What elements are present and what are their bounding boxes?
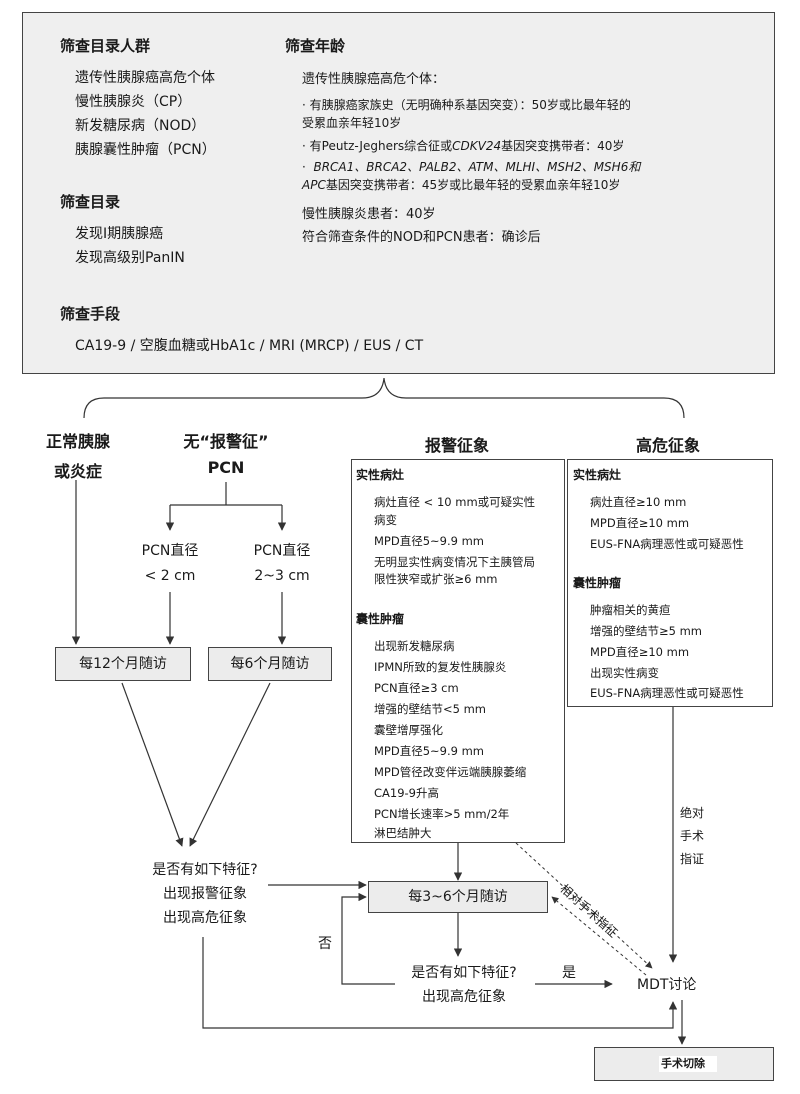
yes-label: 是 [562, 965, 576, 981]
population-item: 新发糖尿病（NOD） [75, 118, 206, 134]
decision-1-option: 出现高危征象 [163, 910, 247, 926]
surgery-label: 手术切除 [659, 1056, 717, 1072]
col-noalarm-line1: 无“报警征” [183, 432, 269, 451]
population-item: 遗传性胰腺癌高危个体 [75, 70, 215, 86]
age-bullet-2-post: 基因突变携带者：40岁 [501, 139, 625, 153]
absolute-line2: 手术 [679, 829, 704, 843]
age-heading: 筛查年龄 [285, 37, 346, 55]
bullet-dot: · [302, 160, 306, 174]
high-cystic-item: 出现实性病变 [590, 666, 659, 680]
high-solid-item: EUS-FNA病理恶性或可疑恶性 [590, 537, 744, 551]
alarm-cystic-heading: 囊性肿瘤 [356, 612, 405, 626]
mdt-label: MDT讨论 [637, 977, 697, 993]
high-cystic-item: 增强的壁结节≥5 mm [590, 624, 703, 638]
age-bullet-3: · BRCA1、BRCA2、PALB2、ATM、MLHI、MSH2、MSH6和 [302, 158, 640, 175]
alarm-solid-item: MPD直径5~9.9 mm [374, 534, 485, 548]
alarm-cystic-item: MPD管径改变伴远端胰腺萎缩 [374, 765, 527, 779]
high-solid-item: MPD直径≥10 mm [590, 516, 690, 530]
absolute-line3: 指证 [679, 852, 704, 866]
age-intro: 遗传性胰腺癌高危个体： [302, 72, 446, 87]
absolute-line1: 绝对 [679, 806, 704, 820]
followup-12m-box: 每12个月随访 [55, 647, 191, 681]
pcn-2to3-label: PCN直径 2~3 cm [242, 540, 322, 584]
col-alarm-label: 报警征象 [425, 436, 490, 455]
age-bullet-3-text: 基因突变携带者：45岁或比最年轻的受累血亲年轻10岁 [325, 178, 621, 192]
decision-1-option: 出现报警征象 [163, 886, 247, 902]
surgery-box: 手术切除 [594, 1047, 774, 1081]
alarm-solid-item: 病灶直径 < 10 mm或可疑实性 [374, 495, 536, 509]
high-risk-signs-box: 实性病灶 病灶直径≥10 mm MPD直径≥10 mm EUS-FNA病理恶性或… [567, 459, 773, 707]
gene-name: CDKV24 [452, 139, 502, 153]
age-bullet-2-pre: · 有Peutz-Jeghers综合征或 [302, 139, 453, 153]
brace [83, 377, 685, 419]
alarm-cystic-item: PCN直径≥3 cm [374, 681, 459, 695]
alarm-solid-heading: 实性病灶 [356, 468, 405, 482]
high-cystic-item: EUS-FNA病理恶性或可疑恶性 [590, 686, 744, 700]
age-bullet-2: · 有Peutz-Jeghers综合征或CDKV24基因突变携带者：40岁 [302, 137, 624, 154]
pcn-lt2-line2: < 2 cm [144, 568, 196, 584]
age-bullet-1-cont: 受累血亲年轻10岁 [302, 116, 402, 130]
screening-panel: 筛查目录人群 遗传性胰腺癌高危个体 慢性胰腺炎（CP） 新发糖尿病（NOD） 胰… [22, 12, 775, 374]
absolute-indication-label: 绝对 手术 指证 [672, 802, 712, 871]
target-heading: 筛查目录 [60, 193, 121, 211]
col-normal-line1: 正常胰腺 [45, 432, 110, 451]
high-cystic-heading: 囊性肿瘤 [573, 576, 622, 590]
col-noalarm-label: 无“报警征” PCN [170, 428, 282, 477]
pcn-2to3-line2: 2~3 cm [254, 568, 310, 584]
decision-2: 是否有如下特征? 出现高危征象 [390, 961, 538, 1009]
means-text: CA19-9 / 空腹血糖或HbA1c / MRI (MRCP) / EUS /… [75, 338, 424, 354]
followup-6m-box: 每6个月随访 [208, 647, 332, 681]
age-cp: 慢性胰腺炎患者：40岁 [302, 207, 436, 222]
pcn-lt2-label: PCN直径 < 2 cm [130, 540, 210, 584]
alarm-signs-box: 实性病灶 病灶直径 < 10 mm或可疑实性 病变 MPD直径5~9.9 mm … [351, 459, 565, 843]
alarm-cystic-item: MPD直径5~9.9 mm [374, 744, 485, 758]
col-normal-line2: 或炎症 [53, 462, 102, 481]
alarm-solid-item: 病变 [374, 513, 397, 527]
followup-3to6m-box: 每3~6个月随访 [368, 881, 548, 913]
alarm-cystic-item: IPMN所致的复发性胰腺炎 [374, 660, 507, 674]
high-solid-heading: 实性病灶 [573, 468, 622, 482]
alarm-cystic-item: 淋巴结肿大 [374, 826, 432, 840]
high-solid-item: 病灶直径≥10 mm [590, 495, 687, 509]
population-item: 慢性胰腺炎（CP） [75, 94, 192, 110]
decision-1-question: 是否有如下特征? [152, 862, 258, 878]
col-highrisk-label: 高危征象 [636, 436, 701, 455]
target-item: 发现高级别PanIN [75, 250, 185, 266]
pcn-lt2-line1: PCN直径 [141, 543, 199, 559]
alarm-cystic-item: CA19-9升高 [374, 786, 439, 800]
alarm-solid-item: 限性狭窄或扩张≥6 mm [374, 572, 498, 586]
age-bullet-3-cont: APC基因突变携带者：45岁或比最年轻的受累血亲年轻10岁 [302, 176, 620, 193]
col-normal-label: 正常胰腺 或炎症 [38, 428, 118, 482]
no-label: 否 [318, 936, 332, 952]
alarm-cystic-item: 囊壁增厚强化 [374, 723, 443, 737]
alarm-cystic-item: 增强的壁结节<5 mm [374, 702, 487, 716]
age-nod-pcn: 符合筛查条件的NOD和PCN患者：确诊后 [302, 230, 541, 245]
population-heading: 筛查目录人群 [60, 37, 151, 55]
pcn-2to3-line1: PCN直径 [253, 543, 311, 559]
high-cystic-item: 肿瘤相关的黄疸 [590, 603, 671, 617]
gene-list: BRCA1、BRCA2、PALB2、ATM、MLHI、MSH2、MSH6和 [313, 160, 641, 174]
decision-1: 是否有如下特征? 出现报警征象 出现高危征象 [110, 858, 300, 930]
col-noalarm-line2: PCN [207, 458, 245, 477]
population-item: 胰腺囊性肿瘤（PCN） [75, 142, 216, 158]
gene-name: APC [302, 178, 326, 192]
decision-2-option: 出现高危征象 [422, 989, 506, 1005]
high-cystic-item: MPD直径≥10 mm [590, 645, 690, 659]
alarm-cystic-item: PCN增长速率>5 mm/2年 [374, 807, 510, 821]
target-item: 发现Ⅰ期胰腺癌 [75, 226, 164, 242]
age-bullet-1: · 有胰腺癌家族史（无明确种系基因突变）：50岁或比最年轻的 [302, 98, 631, 112]
alarm-solid-item: 无明显实性病变情况下主胰管局 [374, 555, 535, 569]
decision-2-question: 是否有如下特征? [411, 965, 517, 981]
means-heading: 筛查手段 [60, 305, 121, 323]
alarm-cystic-item: 出现新发糖尿病 [374, 639, 455, 653]
